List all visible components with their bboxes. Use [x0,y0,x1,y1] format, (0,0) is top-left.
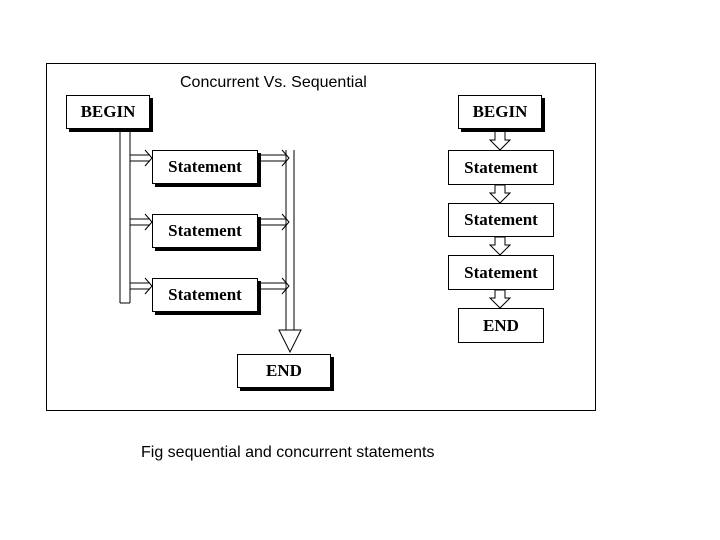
sequential-end-label: END [483,315,519,335]
concurrent-statement-box: Statement [152,278,258,312]
sequential-arrow-4 [488,289,512,309]
concurrent-statement-label: Statement [168,157,242,176]
concurrent-statement-box: Statement [152,214,258,248]
sequential-begin-box: BEGIN [458,95,542,129]
concurrent-begin-label: BEGIN [80,102,136,121]
sequential-statement-label: Statement [464,262,538,282]
concurrent-output-3 [258,277,290,295]
diagram-frame [46,63,596,411]
sequential-arrow-2 [488,184,512,204]
concurrent-begin-box: BEGIN [66,95,150,129]
sequential-arrow-3 [488,236,512,256]
figure-caption: Fig sequential and concurrent statements [141,444,435,461]
concurrent-branch-2 [130,213,153,231]
concurrent-statement-label: Statement [168,285,242,304]
concurrent-end-box: END [237,354,331,388]
concurrent-branch-1 [130,149,153,167]
sequential-statement-box: Statement [448,203,554,237]
sequential-end-box: END [458,308,544,343]
sequential-statement-label: Statement [464,210,538,229]
sequential-statement-box: Statement [448,255,554,290]
concurrent-statement-box: Statement [152,150,258,184]
concurrent-output-2 [258,213,290,231]
collector-arrowhead [278,329,302,354]
sequential-statement-box: Statement [448,150,554,185]
diagram-title: Concurrent Vs. Sequential [180,74,367,91]
concurrent-output-1 [258,149,290,167]
concurrent-statement-label: Statement [168,221,242,240]
concurrent-branch-3 [130,277,153,295]
sequential-statement-label: Statement [464,157,538,177]
sequential-arrow-1 [488,129,512,151]
concurrent-end-label: END [266,361,302,380]
sequential-begin-label: BEGIN [472,102,528,121]
